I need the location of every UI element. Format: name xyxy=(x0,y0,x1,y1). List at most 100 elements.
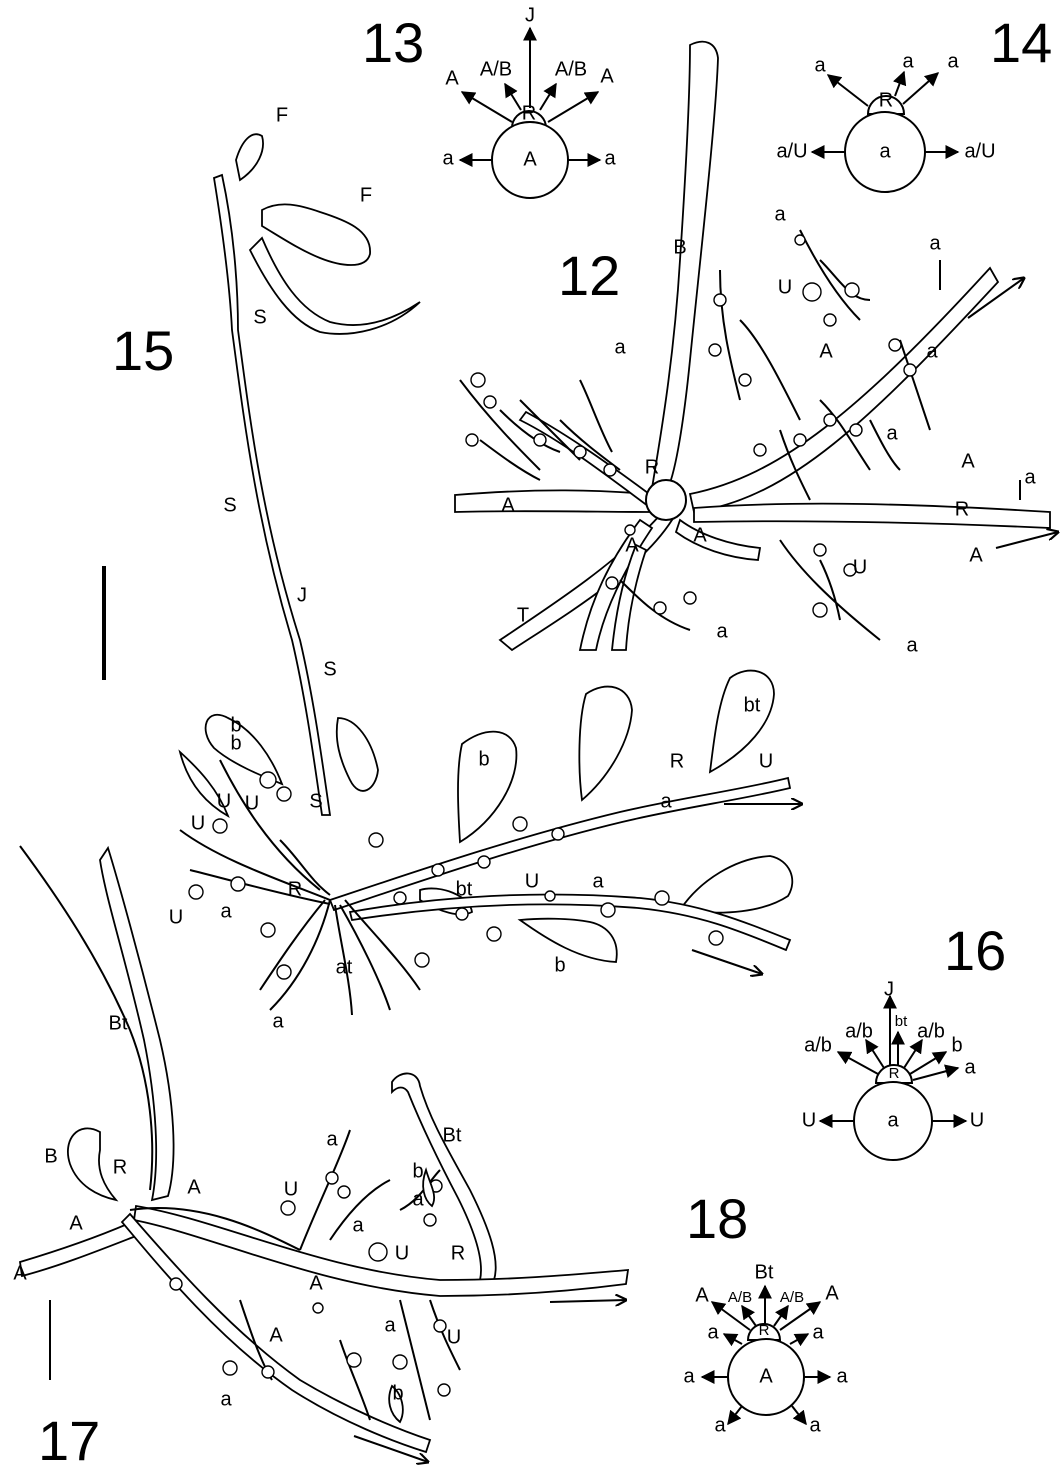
fig14-arrow-label: a xyxy=(814,54,826,76)
fig17-label: b xyxy=(392,1382,403,1404)
fig16-arrow-label: a/b xyxy=(804,1034,832,1056)
schematic-fig14: R a a a a a/U a/U xyxy=(776,50,995,192)
fig12-label: a xyxy=(716,620,728,642)
fig16-arrow-label: bt xyxy=(895,1013,908,1030)
fig15-label: at xyxy=(336,956,353,978)
fig12-label: A xyxy=(693,524,707,546)
figure-number-15: 15 xyxy=(112,319,174,382)
fig14-arrow-label: a/U xyxy=(776,140,807,162)
fig12-label: a xyxy=(1024,466,1036,488)
fig13-arrow-label: A xyxy=(600,65,614,87)
fig12-label: A xyxy=(625,534,639,556)
fig16-arrow-label: J xyxy=(884,978,894,1000)
fig15-label: U xyxy=(245,792,259,814)
fig12-label: a xyxy=(906,634,918,656)
fig17-label: A xyxy=(309,1272,323,1294)
fig13-arrow-label: A/B xyxy=(555,58,587,80)
fig17-label: b xyxy=(412,1160,423,1182)
figure-number-18: 18 xyxy=(686,1187,748,1250)
fig17-label: a xyxy=(412,1188,424,1210)
fig14-center-label: a xyxy=(879,140,891,162)
fig17-label: a xyxy=(326,1128,338,1150)
drawing-fig15: F F S S J S b U U S U R U a at a b R U b… xyxy=(169,104,802,1032)
fig14-arrow-label: a/U xyxy=(964,140,995,162)
fig12-label: a xyxy=(926,340,938,362)
fig15-label: S xyxy=(223,494,236,516)
fig17-label: R xyxy=(451,1242,465,1264)
fig17-label: a xyxy=(384,1314,396,1336)
fig18-arrow-label: a xyxy=(812,1321,824,1343)
fig18-arrow-label: A/B xyxy=(780,1289,804,1306)
fig13-center-label: A xyxy=(523,148,537,170)
fig15-label: R xyxy=(670,750,684,772)
fig14-arrow-label: a xyxy=(902,50,914,72)
fig13-arrow-label: a xyxy=(604,147,616,169)
fig16-arrow-label: U xyxy=(802,1109,816,1131)
fig15-label: b xyxy=(554,954,565,976)
fig13-arrow-label: A xyxy=(445,67,459,89)
fig18-arrow-label: A xyxy=(825,1282,839,1304)
fig17-label: Bt xyxy=(443,1124,462,1146)
fig17-label: A xyxy=(269,1324,283,1346)
fig17-label: R xyxy=(113,1156,127,1178)
fig15-label: U xyxy=(759,750,773,772)
fig12-label: a xyxy=(614,336,626,358)
fig15-label: a xyxy=(272,1010,284,1032)
fig15-label: U xyxy=(191,812,205,834)
fig15-label: bt xyxy=(456,878,473,900)
fig15-label: U xyxy=(217,790,231,812)
figure-number-14: 14 xyxy=(990,11,1052,74)
fig17-label: A xyxy=(69,1212,83,1234)
fig17-label: U xyxy=(447,1326,461,1348)
fig15-label: a xyxy=(220,900,232,922)
fig16-arrow-label: a/b xyxy=(845,1020,873,1042)
figure-number-17: 17 xyxy=(38,1409,100,1472)
fig17-label: U xyxy=(284,1178,298,1200)
fig12-label: a xyxy=(886,422,898,444)
fig16-arrow-label: a/b xyxy=(917,1020,945,1042)
fig14-arrow-label: a xyxy=(947,50,959,72)
fig15-label: b xyxy=(478,748,489,770)
fig17-label: Bt xyxy=(109,1012,128,1034)
fig15-label: F xyxy=(276,104,288,126)
fig15-label: S xyxy=(253,306,266,328)
schematic-fig16: R a J a/b bt a/b a/b b a U U xyxy=(802,978,984,1160)
fig17-label: U xyxy=(395,1242,409,1264)
fig16-cap-label: R xyxy=(889,1065,900,1082)
fig18-arrow-label: a xyxy=(714,1414,726,1436)
fig16-arrow-label: a xyxy=(964,1056,976,1078)
fig15-label: bt xyxy=(744,694,761,716)
fig15-label: a xyxy=(592,870,604,892)
fig18-arrow-label: a xyxy=(707,1321,719,1343)
schematic-fig18: R A Bt A/B A/B A A a a a a a a xyxy=(683,1261,848,1436)
fig12-label: T xyxy=(517,604,529,626)
fig14-cap-label: R xyxy=(879,89,893,111)
fig18-arrow-label: Bt xyxy=(755,1261,774,1283)
fig18-arrow-label: a xyxy=(683,1365,695,1387)
fig12-label: B xyxy=(673,236,686,258)
fig18-arrow-label: A xyxy=(695,1284,709,1306)
fig13-arrow-label: A/B xyxy=(480,58,512,80)
fig13-arrow-label: a xyxy=(442,147,454,169)
fig12-label: A xyxy=(969,544,983,566)
fig17-label: B xyxy=(44,1145,57,1167)
fig17-label: A xyxy=(13,1262,27,1284)
fig12-label: a xyxy=(774,203,786,225)
schematic-fig13: R A J A/B A/B A A a a xyxy=(442,4,616,198)
fig18-arrow-label: A/B xyxy=(728,1289,752,1306)
fig16-center-label: a xyxy=(887,1109,899,1131)
fig12-label: A xyxy=(819,340,833,362)
figure-number-16: 16 xyxy=(944,919,1006,982)
fig15-label: R xyxy=(288,878,302,900)
fig15-label: U xyxy=(169,906,183,928)
drawing-fig17: Bt B R A A A a U a U a b Bt R A a U A a … xyxy=(13,846,628,1462)
fig12-label: R xyxy=(645,456,659,478)
fig18-cap-label: R xyxy=(759,1322,770,1339)
fig16-arrow-label: U xyxy=(970,1109,984,1131)
fig17-label: a xyxy=(352,1214,364,1236)
fig18-center-label: A xyxy=(759,1365,773,1387)
fig15-label: J xyxy=(297,584,307,606)
figure-number-13: 13 xyxy=(362,11,424,74)
fig12-label: a xyxy=(929,232,941,254)
